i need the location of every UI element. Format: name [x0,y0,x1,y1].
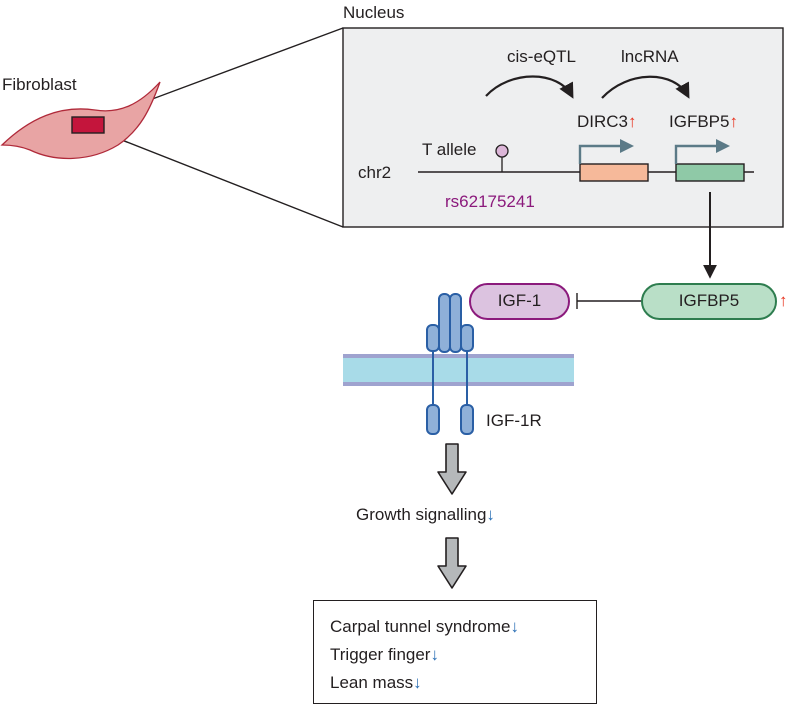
igfbp5-tss-head [716,139,730,153]
cis-eqtl-label: cis-eQTL [507,47,576,66]
receptor-kinase-right [460,404,474,435]
membrane-bilayer [343,354,574,386]
receptor-kinase-left [426,404,440,435]
dirc3-tss-head [620,139,634,153]
outcome-text: Lean mass [330,673,414,692]
outcome-text: Carpal tunnel syndrome [330,617,511,636]
block-arrow-to-growth [437,443,467,495]
block-arrow-to-outcomes [437,537,467,589]
outcome-down-arrow: ↓ [430,645,439,664]
igf1-label: IGF-1 [497,291,542,310]
igfbp5-pill [641,283,777,320]
igf1-pill [469,283,570,320]
outcome-lean-mass: Lean mass↓ [330,673,422,693]
snp-id-label: rs62175241 [445,192,535,211]
nucleus-label: Nucleus [343,3,405,22]
outcome-trigger-finger: Trigger finger↓ [330,645,439,665]
igfbp5-gene-label: IGFBP5↑ [669,112,738,132]
outcome-down-arrow: ↓ [510,617,519,636]
outcome-down-arrow: ↓ [413,673,422,692]
lncrna-arrow [601,75,690,99]
fibroblast-nucleus-highlight [71,116,105,134]
dirc3-up-arrow: ↑ [628,112,637,131]
fibroblast-label: Fibroblast [2,75,77,94]
growth-signalling-label: Growth signalling↓ [356,505,495,525]
receptor-subunit-2 [460,324,474,352]
dirc3-name: DIRC3 [577,112,629,131]
dirc3-tss-arrow [578,144,622,164]
dirc3-gene-label: DIRC3↑ [577,112,637,132]
receptor-subunit-4 [449,293,462,353]
outcome-text: Trigger finger [330,645,431,664]
outcomes-box: Carpal tunnel syndrome↓ Trigger finger↓ … [313,600,597,704]
chr2-label: chr2 [358,163,392,182]
t-allele-label: T allele [422,140,477,159]
dirc3-gene-box [579,163,649,182]
igfbp5-gene-up-arrow: ↑ [729,112,738,131]
receptor-subunit-1 [426,324,440,352]
igfbp5-tss-arrow [674,144,718,164]
outcome-carpal-tunnel: Carpal tunnel syndrome↓ [330,617,519,637]
lncrna-label: lncRNA [621,47,679,66]
igfbp5-protein-label: IGFBP5 [678,291,740,310]
igfbp5-gene-name: IGFBP5 [669,112,730,131]
zoom-line-bottom [103,132,344,228]
receptor-subunit-3 [438,293,451,353]
cis-eqtl-arrow [485,75,574,99]
igfbp5-gene-box [675,163,745,182]
growth-signalling-down-arrow: ↓ [486,505,495,524]
snp-marker [495,144,509,158]
igfbp5-protein-up-arrow: ↑ [779,291,788,310]
growth-signalling-text: Growth signalling [356,505,487,524]
igf1r-label: IGF-1R [486,411,542,430]
